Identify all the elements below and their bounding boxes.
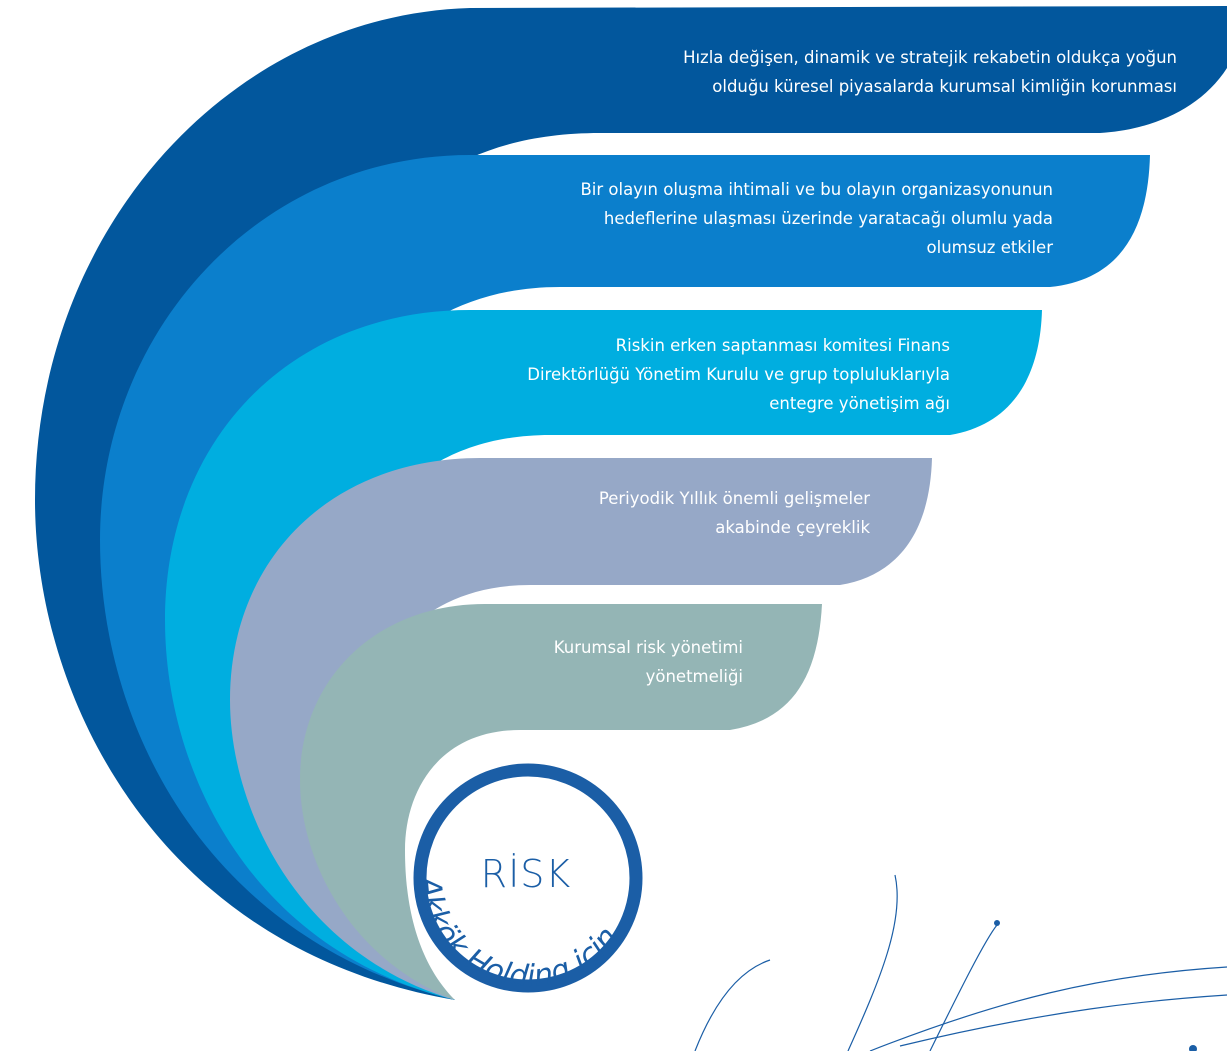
band-1-line-2: olduğu küresel piyasalarda kurumsal kiml… [712, 77, 1177, 96]
band-4-line-2: akabinde çeyreklik [715, 518, 870, 537]
band-4-text: Periyodik Yıllık önemli gelişmeler akabi… [599, 484, 870, 542]
decorative-strokes [694, 874, 1227, 1051]
band-2-line-1: Bir olayın oluşma ihtimali ve bu olayın … [580, 180, 1053, 199]
band-3-text: Riskin erken saptanması komitesi Finans … [527, 331, 950, 418]
band-4-line-1: Periyodik Yıllık önemli gelişmeler [598, 489, 870, 508]
band-2-text: Bir olayın oluşma ihtimali ve bu olayın … [580, 175, 1053, 262]
band-1-line-1: Hızla değişen, dinamik ve stratejik reka… [683, 48, 1177, 67]
decor-dot-1 [994, 920, 1000, 926]
band-1-text: Hızla değişen, dinamik ve stratejik reka… [683, 43, 1177, 101]
risk-circle [413, 763, 643, 993]
risk-label: RİSK [480, 852, 572, 896]
band-5-text: Kurumsal risk yönetimi yönetmeliği [554, 633, 743, 691]
decor-dot-2 [1189, 1045, 1197, 1051]
band-2-line-3: olumsuz etkiler [926, 238, 1053, 257]
band-4 [230, 458, 932, 1000]
band-5-line-2: yönetmeliği [645, 667, 743, 686]
band-3-line-3: entegre yönetişim ağı [769, 394, 950, 413]
band-5-line-1: Kurumsal risk yönetimi [553, 638, 743, 657]
band-5 [300, 604, 822, 1000]
band-3-line-1: Riskin erken saptanması komitesi Finans [615, 336, 950, 355]
band-3-line-2: Direktörlüğü Yönetim Kurulu ve grup topl… [527, 365, 950, 384]
band-2-line-2: hedeflerine ulaşması üzerinde yaratacağı… [603, 209, 1053, 228]
